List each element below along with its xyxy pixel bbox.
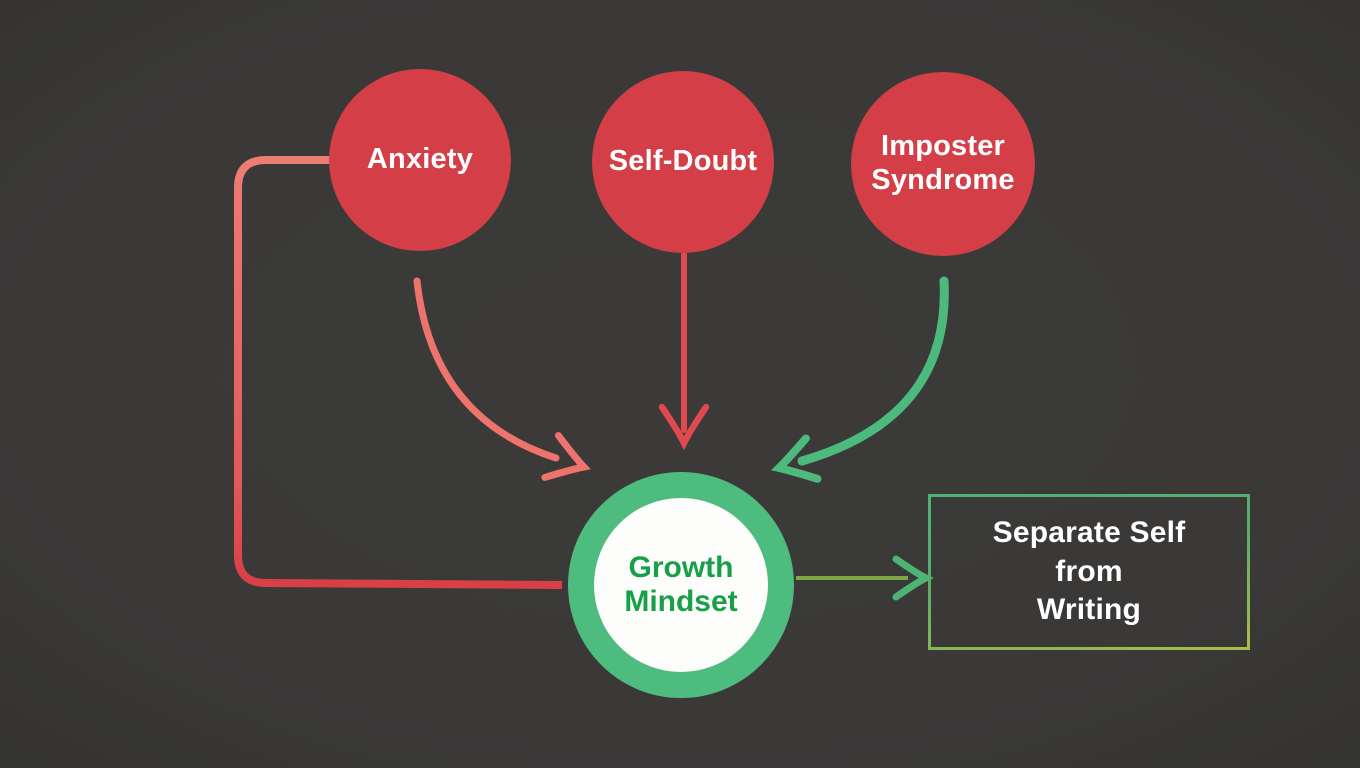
node-outcome-box: Separate Self from Writing — [928, 494, 1250, 650]
node-self-doubt: Self-Doubt — [592, 71, 774, 253]
node-growth-mindset: Growth Mindset — [568, 472, 794, 698]
edge-anxiety-elbow-line — [234, 156, 563, 589]
arrowhead-imposter-icon — [770, 434, 822, 483]
edge-imposter-curve — [797, 276, 949, 466]
node-imposter-syndrome: Imposter Syndrome — [851, 72, 1035, 256]
arrowhead-anxiety-icon — [541, 432, 591, 481]
node-outcome-box-label: Separate Self from Writing — [992, 516, 1186, 627]
node-growth-mindset-label: Growth Mindset — [624, 550, 738, 619]
node-anxiety-label: Anxiety — [366, 143, 474, 176]
arrowhead-hub-to-outcome-icon — [892, 555, 934, 601]
edge-anxiety-curve — [413, 277, 560, 462]
node-imposter-syndrome-label: Imposter Syndrome — [871, 130, 1015, 196]
node-self-doubt-label: Self-Doubt — [608, 145, 758, 178]
node-anxiety: Anxiety — [329, 69, 511, 251]
arrowhead-self-doubt-icon — [658, 403, 710, 451]
